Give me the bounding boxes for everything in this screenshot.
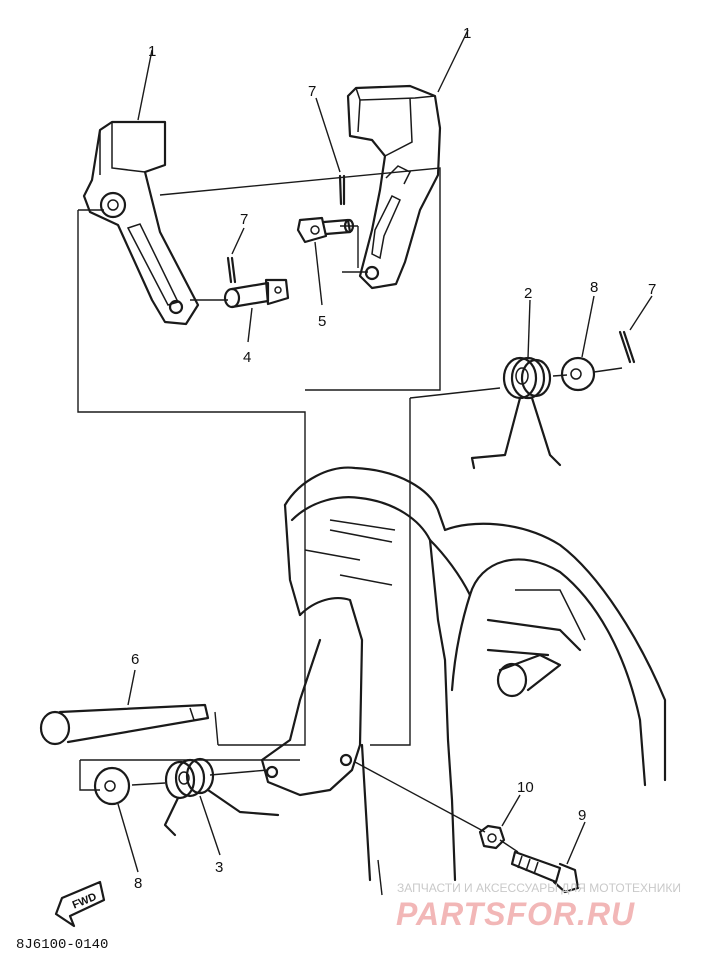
frame-bracket	[260, 466, 667, 896]
lever-left	[82, 120, 200, 326]
callout-numbers: 1 1 7 7 7 5 4 2 8 6 8 3 10 9	[131, 25, 656, 892]
callout-1-right: 1	[463, 25, 471, 42]
watermark: ЗАПЧАСТИ И АКСЕССУАРЫ ДЛЯ МОТОТЕХНИКИ PA…	[396, 881, 681, 932]
pin-5	[296, 216, 355, 306]
callout-7-middle: 7	[240, 211, 248, 228]
assembly-guide-lines	[77, 167, 623, 853]
spring-3	[163, 757, 280, 856]
washer-8-lower	[93, 766, 139, 873]
callout-4: 4	[243, 349, 251, 366]
leaders-1	[137, 29, 469, 121]
callout-7-right: 7	[648, 281, 656, 298]
callout-10: 10	[517, 779, 534, 796]
washer-8-upper	[560, 295, 596, 392]
bolt-9	[510, 821, 586, 894]
fwd-arrow-icon: FWD	[54, 880, 106, 928]
pin-4	[223, 278, 290, 343]
cotter-pins-7	[226, 97, 653, 364]
watermark-tagline: ЗАПЧАСТИ И АКСЕССУАРЫ ДЛЯ МОТОТЕХНИКИ	[397, 881, 681, 895]
callout-3: 3	[215, 859, 223, 876]
pin-6	[39, 669, 219, 746]
callout-8-upper: 8	[590, 279, 598, 296]
callout-1-left: 1	[148, 43, 156, 60]
nut-10	[478, 794, 521, 850]
callout-7-top: 7	[308, 83, 316, 100]
lever-right	[346, 84, 442, 290]
spring-2	[470, 299, 562, 470]
watermark-brand: PARTSFOR.RU	[396, 896, 635, 932]
callout-5: 5	[318, 313, 326, 330]
callout-8-lower: 8	[134, 875, 142, 892]
callout-6: 6	[131, 651, 139, 668]
diagram-code: 8J6100-0140	[16, 937, 108, 953]
callout-2: 2	[524, 285, 532, 302]
callout-9: 9	[578, 807, 586, 824]
